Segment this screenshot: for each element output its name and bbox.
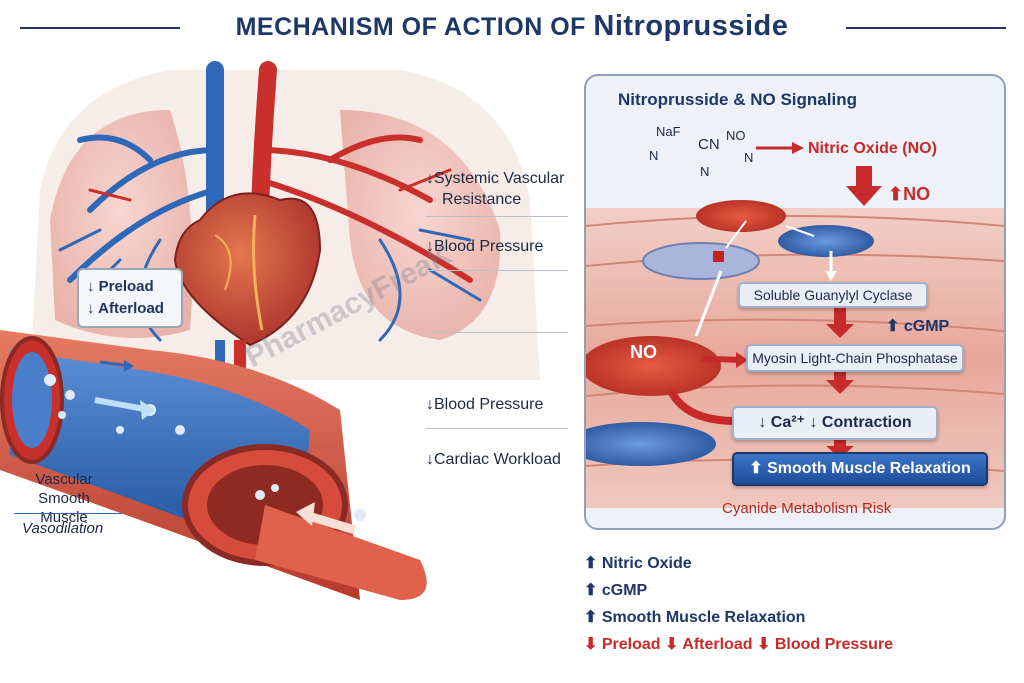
effect-svr-line2: Resistance [442,191,522,208]
down-arrow-no [846,166,882,206]
red-arrow-sgc [826,308,854,338]
title-drug: Nitroprusside [593,10,789,42]
effect-divider-2 [426,270,568,271]
effect-divider-4 [426,428,568,429]
effect-cardiac: ↓Cardiac Workload [426,451,561,468]
summary-item: ⬆ Nitric Oxide [584,553,692,573]
cell-bubbles [44,374,366,521]
summary-preload: Preload [601,636,661,653]
effect-bp-1: ↓Blood Pressure [426,238,544,255]
flow-arrow-2 [303,510,357,535]
summary-item: ⬆ Smooth Muscle Relaxation [584,607,805,627]
vascular-smooth-muscle-label: Vascular Smooth Muscle [14,470,114,527]
heart-coronary-2 [214,234,232,291]
up-arrow-icon: ⬆ [584,582,602,599]
flow-arrow-1 [94,397,151,413]
pointer-line-muscle [129,489,181,516]
cyanide-risk-label: Cyanide Metabolism Risk [722,500,892,517]
white-arrow-1 [725,220,747,249]
summary-text: Smooth Muscle Relaxation [601,609,806,626]
preload-afterload-box: ↓ Preload ↓ Afterload [77,268,183,328]
relaxation-text: Smooth Muscle Relaxation [767,460,971,477]
up-arrow-icon: ⬆ [886,318,900,335]
white-arrow-2 [785,225,815,237]
vessel-lumen-left [12,352,52,448]
heart [173,192,322,347]
nitric-oxide-label: Nitric Oxide (NO) [808,140,937,157]
cgmp-text: cGMP [903,318,950,335]
white-arrow-3-head [825,271,837,281]
pointer-arrow-upper-head [124,360,134,372]
lung-right [340,110,501,340]
molecule-arrow-head [792,142,804,154]
red-arrow-no [700,356,742,363]
up-no-label: ⬆NO [888,184,930,205]
no-signaling-panel: Nitroprusside & NO Signaling NaF CN NO N… [584,74,1006,530]
down-arrow-icon: ⬇ [584,636,602,653]
summary-text: cGMP [601,582,648,599]
effect-divider-3 [426,332,568,333]
molecule-n-left: N [649,148,659,163]
up-arrow-icon: ⬆ [584,609,602,626]
flow-arrow-1-head [140,400,155,420]
page-title: MECHANISM OF ACTION OF Nitroprusside [0,10,1024,43]
anatomy-illustration [0,61,540,600]
red-arrow-no-head [736,352,748,368]
effect-svr: ↓Systemic Vascular Resistance [426,168,564,210]
afterload-label: ↓ Afterload [87,300,164,317]
title-bar: MECHANISM OF ACTION OF Nitroprusside [0,0,1024,56]
relaxation-pill: ⬆ Smooth Muscle Relaxation [732,452,988,486]
vasodilation-label: Vasodilation [22,520,104,537]
cell-bottom-blue [586,422,716,466]
up-no-text: NO [903,184,931,204]
panel-title: Nitroprusside & NO Signaling [618,90,857,109]
white-arrow-4 [694,270,723,337]
summary-item-red: ⬇ Preload ⬇ Afterload ⬇ Blood Pressure [584,634,893,654]
cell-top-red [696,200,786,232]
mlcp-pill: Myosin Light-Chain Phosphatase [746,344,964,372]
molecule-n-right: N [744,150,754,165]
vsm-line-1: Vascular [35,471,93,488]
cell-lavender [642,242,760,280]
title-rule-left [20,27,180,29]
tissue-layers [586,215,1004,472]
effect-bp-2: ↓Blood Pressure [426,396,544,413]
molecule-naf: NaF [656,124,681,139]
vessel-cut-segment [255,505,427,600]
title-rule-right [846,27,1006,29]
down-arrow-icon: ⬇ [665,636,683,653]
molecule-no: NO [726,128,746,143]
cell-receptor [713,251,724,262]
preload-label: ↓ Preload [87,278,154,295]
summary-item: ⬆ cGMP [584,580,647,600]
heart-coronary [252,214,264,331]
up-arrow-icon: ⬆ [888,184,904,204]
up-arrow-icon: ⬆ [584,555,602,572]
effect-svr-line1: ↓Systemic Vascular [426,170,565,187]
flow-arrow-2-head [296,502,315,526]
red-arrow-curve [667,389,737,425]
summary-bp: Blood Pressure [774,636,894,653]
red-arrow-mlcp [826,368,854,394]
cell-no-red [586,336,721,396]
cgmp-label: ⬆ cGMP [886,316,949,336]
up-arrow-icon: ⬆ [749,460,763,477]
vsm-underline [14,513,122,514]
summary-text: Nitric Oxide [601,555,692,572]
no-bubble-label: NO [630,342,657,362]
cell-top-blue [778,225,874,257]
title-prefix: MECHANISM OF ACTION OF [235,13,586,41]
summary-afterload: Afterload [682,636,753,653]
effect-divider-1 [426,216,568,217]
ca-contraction-pill: ↓ Ca²⁺ ↓ Contraction [732,406,938,440]
molecule-n-bottom: N [700,164,710,179]
down-arrow-icon: ⬇ [756,636,775,653]
sgc-pill: Soluble Guanylyl Cyclase [738,282,928,308]
molecule-cn: CN [698,136,720,153]
